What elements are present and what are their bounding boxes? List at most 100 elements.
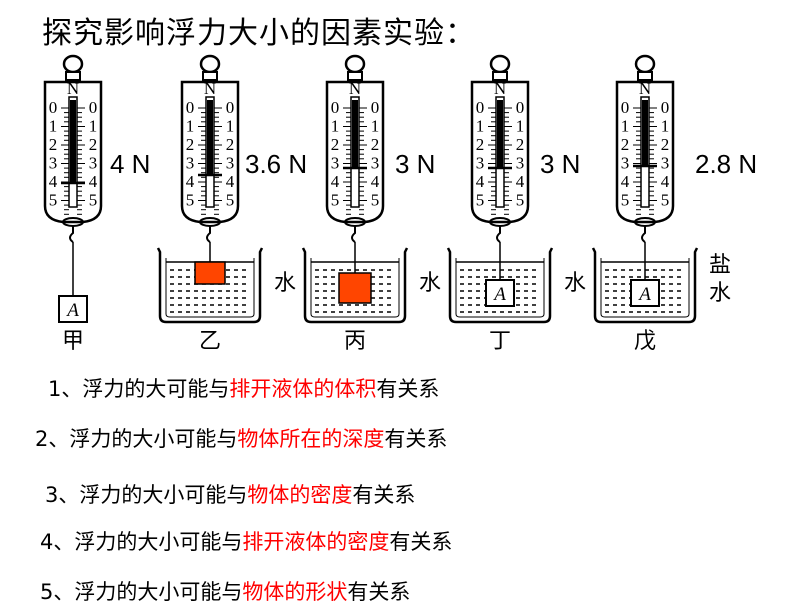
force-reading: 2.8 N <box>695 149 757 179</box>
scale-number-left: 0 <box>49 98 58 117</box>
setup-caption: 乙 <box>199 329 221 354</box>
beaker-inner <box>455 258 545 318</box>
beaker <box>301 247 409 324</box>
scale-number-left: 1 <box>621 117 630 136</box>
hypothesis-4: 4、浮力的大小可能与排开液体的密度有关系 <box>40 526 452 556</box>
scale-number-left: 3 <box>476 154 485 173</box>
hypothesis-3-suffix: 有关系 <box>352 483 416 507</box>
hypothesis-2-prefix: 2、浮力的大小可能与 <box>35 427 238 451</box>
scale-number-right: 2 <box>516 135 525 154</box>
hypothesis-4-factor: 排开液体的密度 <box>242 530 390 554</box>
object-a-block <box>485 279 515 307</box>
scale-number-left: 3 <box>621 154 630 173</box>
scale-number-right: 5 <box>516 191 525 210</box>
scale-number-left: 4 <box>476 172 485 191</box>
scale-number-left: 4 <box>49 172 58 191</box>
scale-number-right: 3 <box>226 154 235 173</box>
scale-number-right: 4 <box>371 172 380 191</box>
scale-number-right: 3 <box>89 154 98 173</box>
scale-unit-label: N <box>204 79 216 98</box>
beaker-inner <box>600 258 690 318</box>
object-a-label: A <box>637 284 651 305</box>
hypothesis-3: 3、浮力的大小可能与物体的密度有关系 <box>45 479 415 509</box>
hypothesis-5-suffix: 有关系 <box>347 580 411 604</box>
hypothesis-5-factor: 物体的形状 <box>242 580 348 604</box>
hypothesis-1-suffix: 有关系 <box>376 377 440 401</box>
scale-unit-label: N <box>349 79 361 98</box>
scale-hook <box>69 226 74 243</box>
orange-block <box>194 261 226 285</box>
scale-cap <box>202 71 218 81</box>
scale-number-right: 1 <box>661 117 670 136</box>
scale-number-right: 2 <box>226 135 235 154</box>
scale-number-right: 0 <box>89 98 98 117</box>
scale-number-left: 2 <box>186 135 195 154</box>
hypothesis-2-suffix: 有关系 <box>384 427 448 451</box>
setup-caption: 甲 <box>62 329 84 354</box>
scale-cap <box>492 71 508 81</box>
liquid-label: 水 <box>564 271 586 296</box>
scale-number-left: 3 <box>186 154 195 173</box>
scale-number-right: 0 <box>516 98 525 117</box>
scale-number-left: 5 <box>621 191 630 210</box>
hypothesis-3-factor: 物体的密度 <box>247 483 353 507</box>
beaker-inner <box>310 258 400 318</box>
object-a-label: A <box>65 300 79 321</box>
scale-number-right: 5 <box>371 191 380 210</box>
scale-number-left: 0 <box>331 98 340 117</box>
scale-number-right: 3 <box>661 154 670 173</box>
scale-ring <box>62 54 84 74</box>
scale-number-left: 0 <box>186 98 195 117</box>
scale-ring <box>634 54 656 74</box>
liquid-label: 水 <box>419 271 441 296</box>
object-a-block <box>630 279 660 307</box>
scale-unit-label: N <box>639 79 651 98</box>
hypothesis-5: 5、浮力的大小可能与物体的形状有关系 <box>40 576 410 606</box>
scale-hook <box>351 226 356 243</box>
force-reading: 4 N <box>110 149 150 179</box>
hypothesis-1: 1、浮力的大可能与排开液体的体积有关系 <box>48 373 439 403</box>
scale-number-left: 2 <box>621 135 630 154</box>
scale-number-left: 1 <box>476 117 485 136</box>
scale-number-left: 2 <box>49 135 58 154</box>
scale-number-right: 1 <box>226 117 235 136</box>
scale-number-left: 4 <box>331 172 340 191</box>
force-reading: 3 N <box>540 149 580 179</box>
scale-number-left: 2 <box>476 135 485 154</box>
hypothesis-1-prefix: 1、浮力的大可能与 <box>48 377 230 401</box>
beaker-inner <box>165 258 255 318</box>
scale-number-left: 4 <box>186 172 195 191</box>
scale-number-left: 2 <box>331 135 340 154</box>
scale-cap <box>65 71 81 81</box>
force-reading: 3 N <box>395 149 435 179</box>
hypothesis-3-prefix: 3、浮力的大小可能与 <box>45 483 248 507</box>
scale-number-right: 4 <box>89 172 98 191</box>
beaker-outline <box>446 247 554 324</box>
scale-number-right: 1 <box>371 117 380 136</box>
scale-number-left: 0 <box>476 98 485 117</box>
scale-number-right: 5 <box>226 191 235 210</box>
setup-caption: 丙 <box>344 329 366 354</box>
scale-number-left: 1 <box>186 117 195 136</box>
scale-unit-label: N <box>494 79 506 98</box>
scale-number-right: 3 <box>371 154 380 173</box>
spring-indicator <box>642 100 648 166</box>
hypothesis-2: 2、浮力的大小可能与物体所在的深度有关系 <box>35 423 447 453</box>
scale-cap <box>347 71 363 81</box>
scale-number-right: 1 <box>89 117 98 136</box>
setup-caption: 丁 <box>489 329 511 354</box>
hypothesis-4-prefix: 4、浮力的大小可能与 <box>40 530 243 554</box>
orange-block <box>338 272 372 304</box>
scale-number-right: 4 <box>661 172 670 191</box>
scale-hook <box>496 226 501 243</box>
scale-ring <box>489 54 511 74</box>
liquid-label: 盐 <box>709 253 731 278</box>
scale-number-right: 5 <box>661 191 670 210</box>
scale-unit-label: N <box>67 79 79 98</box>
scale-ring <box>199 54 221 74</box>
beaker-outline <box>301 247 409 324</box>
